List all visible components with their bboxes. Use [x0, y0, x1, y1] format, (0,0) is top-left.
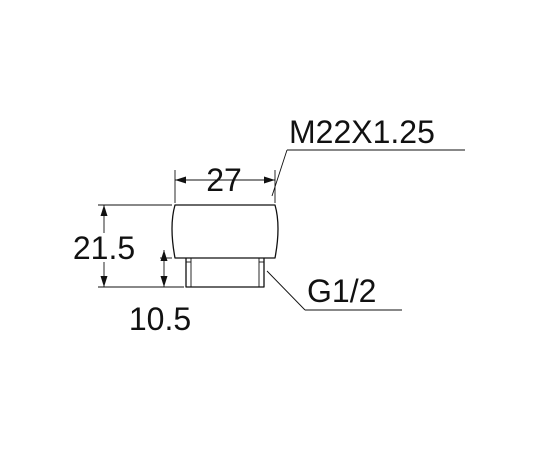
width-dimension: 27 — [174, 162, 276, 203]
pipe-thread-label: G1/2 — [307, 273, 376, 309]
spigot-arrow-bottom — [160, 276, 168, 287]
part-outline — [171, 204, 279, 288]
width-dimension-label: 27 — [206, 162, 242, 198]
thread-spec-callout: M22X1.25 — [271, 114, 465, 197]
head-body — [171, 204, 279, 259]
spigot-dimension: 10.5 — [129, 250, 191, 337]
height-arrow-top — [100, 205, 108, 216]
height-dimension-label: 21.5 — [73, 230, 135, 266]
spigot-body — [185, 258, 265, 288]
pipe-thread-leader — [266, 270, 306, 311]
thread-spec-leader — [271, 149, 288, 197]
spigot-arrow-top — [160, 250, 168, 261]
width-arrow-right — [264, 176, 275, 184]
width-arrow-left — [175, 176, 186, 184]
thread-spec-label: M22X1.25 — [289, 114, 435, 150]
spigot-dimension-label: 10.5 — [129, 301, 191, 337]
pipe-thread-callout: G1/2 — [266, 270, 402, 311]
height-arrow-bottom — [100, 276, 108, 287]
height-dimension: 21.5 — [73, 204, 184, 288]
